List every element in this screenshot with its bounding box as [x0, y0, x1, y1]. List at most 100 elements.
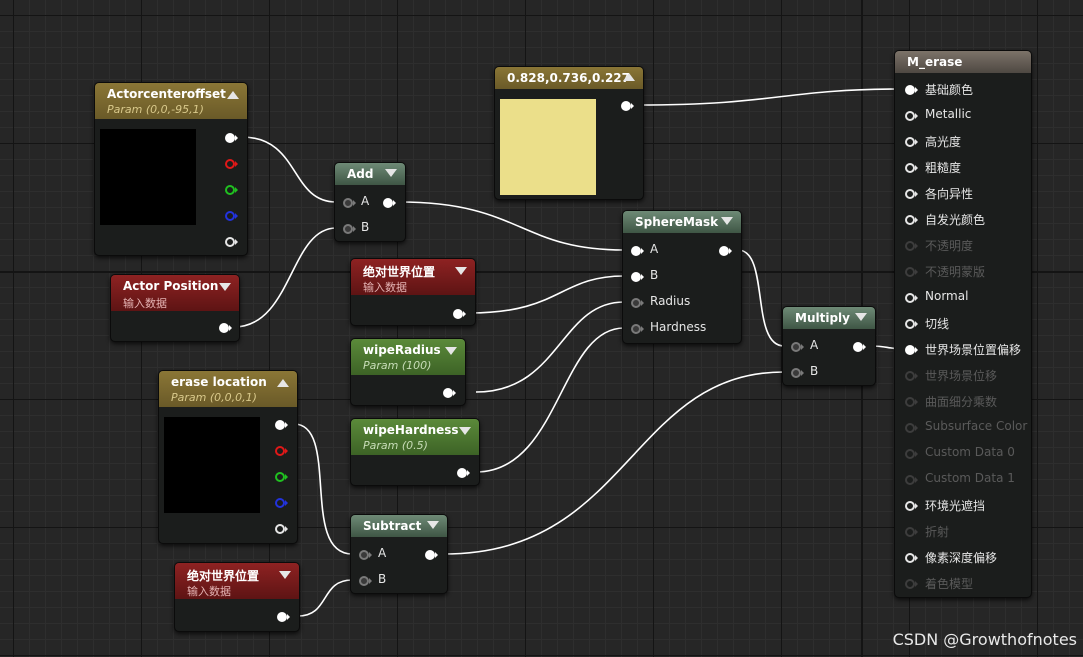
- actor-position-node[interactable]: Actor Position 输入数据: [110, 274, 240, 342]
- material-input-pin[interactable]: [905, 215, 918, 225]
- collapse-arrow-icon[interactable]: [455, 267, 467, 275]
- node-title: SphereMask: [635, 215, 719, 229]
- material-input-pin[interactable]: [905, 111, 918, 121]
- material-input-pin[interactable]: [905, 371, 918, 381]
- material-input-pin[interactable]: [905, 319, 918, 329]
- collapse-arrow-icon[interactable]: [721, 217, 733, 225]
- spheremask-node[interactable]: SphereMask A B Radius Hardness: [622, 210, 742, 344]
- input-pin-a[interactable]: [343, 198, 356, 208]
- material-pin-label: 世界场景位移: [925, 369, 998, 383]
- node-header: 绝对世界位置 输入数据: [175, 563, 299, 599]
- pin-label-a: A: [650, 242, 659, 256]
- output-pin[interactable]: [453, 309, 466, 319]
- subtract-node[interactable]: Subtract A B: [350, 514, 448, 594]
- collapse-arrow-icon[interactable]: [427, 521, 439, 529]
- node-title: M_erase: [907, 55, 963, 69]
- input-pin-a[interactable]: [631, 246, 644, 256]
- output-pin-alpha[interactable]: [225, 237, 238, 247]
- collapse-arrow-icon[interactable]: [279, 571, 291, 579]
- output-pin-rgba[interactable]: [275, 420, 288, 430]
- collapse-arrow-icon[interactable]: [385, 169, 397, 177]
- wipe-hardness-node[interactable]: wipeHardness Param (0.5): [350, 418, 480, 486]
- material-input-pin[interactable]: [905, 397, 918, 407]
- material-input-pin[interactable]: [905, 163, 918, 173]
- node-subtitle: Param (100): [363, 359, 432, 372]
- node-subtitle: Param (0,0,-95,1): [107, 103, 204, 116]
- output-pin-g[interactable]: [275, 472, 288, 482]
- material-input-pin[interactable]: [905, 449, 918, 459]
- wire-add-to-spheremask-a: [399, 201, 625, 251]
- erase-location-node[interactable]: erase location Param (0,0,0,1): [158, 370, 298, 544]
- collapse-arrow-icon[interactable]: [227, 91, 239, 99]
- output-pin-b[interactable]: [225, 211, 238, 221]
- input-pin-a[interactable]: [359, 550, 372, 560]
- output-pin[interactable]: [719, 246, 732, 256]
- multiply-node[interactable]: Multiply A B: [782, 306, 876, 386]
- material-input-pin[interactable]: [905, 475, 918, 485]
- output-pin-alpha[interactable]: [275, 524, 288, 534]
- material-input-pin[interactable]: [905, 553, 918, 563]
- absolute-world-position-node[interactable]: 绝对世界位置 输入数据: [350, 258, 476, 326]
- color-swatch: [500, 99, 596, 195]
- material-input-pin[interactable]: [905, 137, 918, 147]
- material-input-pin[interactable]: [905, 241, 918, 251]
- add-node[interactable]: Add A B: [334, 162, 406, 242]
- node-subtitle: Param (0.5): [363, 439, 428, 452]
- output-pin[interactable]: [383, 198, 396, 208]
- collapse-arrow-icon[interactable]: [219, 283, 231, 291]
- pin-label-b: B: [650, 268, 659, 282]
- input-pin-b[interactable]: [359, 576, 372, 586]
- output-pin-r[interactable]: [275, 446, 288, 456]
- material-input-pin[interactable]: [905, 423, 918, 433]
- output-pin[interactable]: [277, 612, 290, 622]
- node-title: 绝对世界位置: [187, 569, 260, 583]
- material-pin-label: 不透明度: [925, 239, 974, 253]
- node-title: Add: [347, 167, 374, 181]
- wipe-radius-node[interactable]: wipeRadius Param (100): [350, 338, 466, 406]
- wire-color-to-basecolor: [637, 88, 907, 106]
- output-pin[interactable]: [443, 388, 456, 398]
- output-pin-b[interactable]: [275, 498, 288, 508]
- collapse-arrow-icon[interactable]: [855, 313, 867, 321]
- input-pin-a[interactable]: [791, 342, 804, 352]
- collapse-arrow-icon[interactable]: [459, 427, 471, 435]
- input-pin-hardness[interactable]: [631, 324, 644, 334]
- pin-label-a: A: [378, 546, 387, 560]
- output-pin[interactable]: [457, 468, 470, 478]
- material-input-pin[interactable]: [905, 293, 918, 303]
- node-title: Multiply: [795, 311, 850, 325]
- collapse-arrow-icon[interactable]: [277, 379, 289, 387]
- input-pin-b[interactable]: [631, 272, 644, 282]
- collapse-arrow-icon[interactable]: [445, 347, 457, 355]
- wire-absworld-to-spheremask-b: [469, 275, 625, 314]
- collapse-arrow-icon[interactable]: [623, 73, 635, 81]
- actorcenteroffset-node[interactable]: Actorcenteroffset Param (0,0,-95,1): [94, 82, 248, 256]
- material-input-pin[interactable]: [905, 189, 918, 199]
- output-pin-rgba[interactable]: [225, 133, 238, 143]
- material-input-pin[interactable]: [905, 85, 918, 95]
- input-pin-radius[interactable]: [631, 298, 644, 308]
- material-input-pin[interactable]: [905, 267, 918, 277]
- node-title: 0.828,0.736,0.227: [507, 71, 630, 85]
- material-pin-label: 像素深度偏移: [925, 551, 998, 565]
- material-pin-label: 环境光遮挡: [925, 499, 986, 513]
- output-pin-g[interactable]: [225, 185, 238, 195]
- input-pin-b[interactable]: [343, 224, 356, 234]
- output-pin-r[interactable]: [225, 159, 238, 169]
- material-input-pin[interactable]: [905, 579, 918, 589]
- material-input-pin[interactable]: [905, 345, 918, 355]
- material-input-pin[interactable]: [905, 501, 918, 511]
- pin-label-b: B: [361, 220, 370, 234]
- material-input-pin[interactable]: [905, 527, 918, 537]
- absolute-world-position-node-2[interactable]: 绝对世界位置 输入数据: [174, 562, 300, 632]
- output-pin[interactable]: [425, 550, 438, 560]
- material-pin-label: Normal: [925, 289, 969, 303]
- output-pin[interactable]: [853, 342, 866, 352]
- input-pin-b[interactable]: [791, 368, 804, 378]
- node-header: erase location Param (0,0,0,1): [159, 371, 297, 407]
- output-pin[interactable]: [621, 101, 634, 111]
- node-header: Subtract: [351, 515, 447, 537]
- output-pin[interactable]: [219, 323, 232, 333]
- constant-color-node[interactable]: 0.828,0.736,0.227: [494, 66, 644, 200]
